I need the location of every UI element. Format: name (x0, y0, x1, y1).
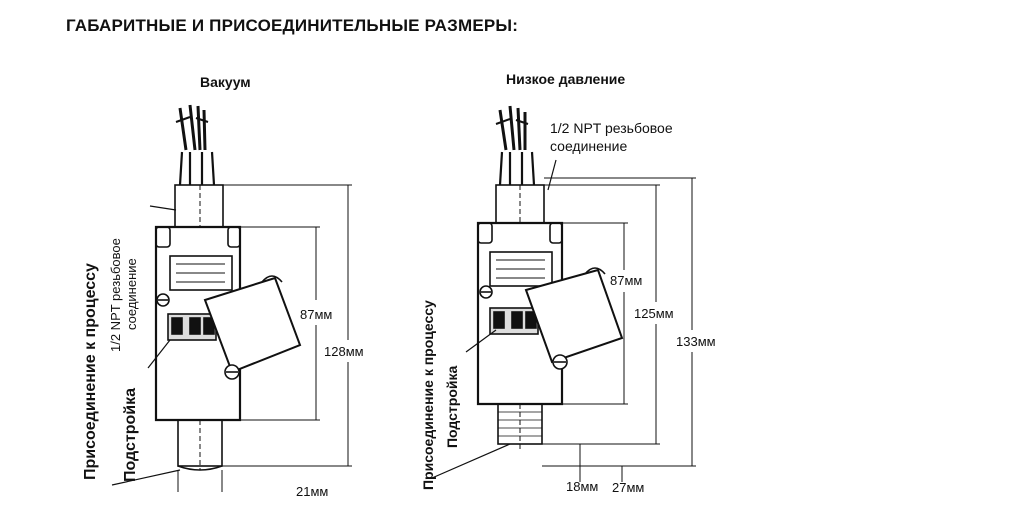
dimension-18mm: 18мм (566, 479, 599, 494)
adjustment-label: Подстройка (444, 365, 460, 448)
low-pressure-switch-drawing (431, 105, 696, 482)
dimension-87mm: 87мм (300, 307, 333, 322)
dimension-133mm: 133мм (676, 334, 716, 349)
dimension-21mm: 21мм (296, 484, 329, 499)
dimension-87mm: 87мм (610, 273, 643, 288)
process-connection-label: Присоединение к процессу (82, 263, 99, 480)
vacuum-switch-drawing (111, 104, 352, 492)
dimension-128mm: 128мм (324, 344, 364, 359)
thread-label-line2: соединение (124, 258, 139, 330)
low-pressure-subtitle: Низкое давление (506, 71, 626, 87)
thread-label-line2: соединение (550, 138, 628, 154)
thread-label-line1: 1/2 NPT резьбовое (108, 238, 123, 352)
adjustment-label: Подстройка (122, 387, 139, 482)
dimension-125mm: 125мм (634, 306, 674, 321)
page-title: ГАБАРИТНЫЕ И ПРИСОЕДИНИТЕЛЬНЫЕ РАЗМЕРЫ: (66, 16, 519, 35)
dimension-27mm: 27мм (612, 480, 645, 495)
vacuum-subtitle: Вакуум (200, 74, 251, 90)
process-connection-label: Присоединение к процессу (420, 300, 436, 490)
thread-label-line1: 1/2 NPT резьбовое (550, 120, 673, 136)
